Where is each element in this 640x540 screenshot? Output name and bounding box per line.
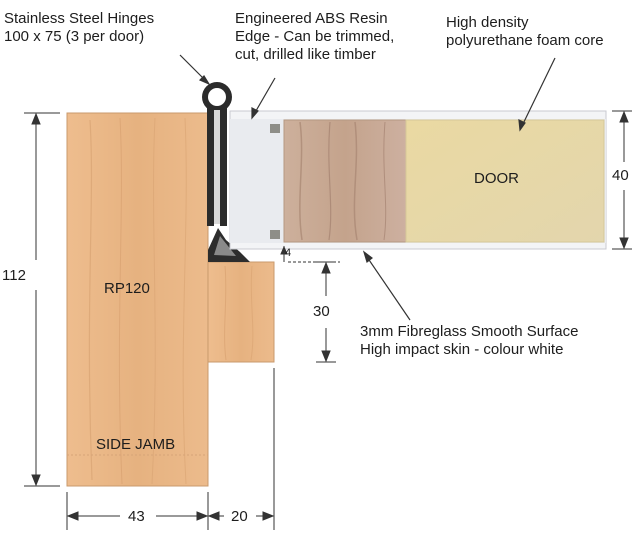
door-label: DOOR [474,170,519,187]
dim-stop-height: 30 [313,303,330,320]
callout-skin-line1: 3mm Fibreglass Smooth Surface [360,323,579,340]
callout-skin-line2: High impact skin - colour white [360,341,564,358]
callout-leaders [179,54,556,321]
dim-door-thickness: 40 [612,167,629,184]
callout-core-line2: polyurethane foam core [446,32,604,49]
dim-stop-width: 20 [231,508,248,525]
door-stop [207,261,275,363]
callout-hinges-line2: 100 x 75 (3 per door) [4,28,145,45]
callout-core: High density polyurethane foam core [446,14,604,50]
foam-core [405,119,605,243]
dim-jamb-width: 43 [128,508,145,525]
hinge [202,82,232,226]
dimension-lines [24,110,632,530]
dim-jamb-height: 112 [2,267,26,284]
seal [208,228,250,262]
callout-skin: 3mm Fibreglass Smooth Surface High impac… [360,323,578,359]
rp120-label: RP120 [104,280,150,297]
callout-hinges: Stainless Steel Hinges 100 x 75 (3 per d… [4,10,154,46]
callout-edge: Engineered ABS Resin Edge - Can be trimm… [235,10,394,64]
dim-gap: 4 [285,247,292,259]
side-jamb-label: SIDE JAMB [96,436,176,453]
callout-edge-line3: cut, drilled like timber [235,46,376,63]
callout-core-line1: High density [446,14,529,31]
callout-edge-line1: Engineered ABS Resin [235,10,388,27]
side-jamb [66,112,209,487]
callout-edge-line2: Edge - Can be trimmed, [235,28,395,45]
callout-hinges-line1: Stainless Steel Hinges [4,10,155,27]
abs-edge [270,119,407,243]
